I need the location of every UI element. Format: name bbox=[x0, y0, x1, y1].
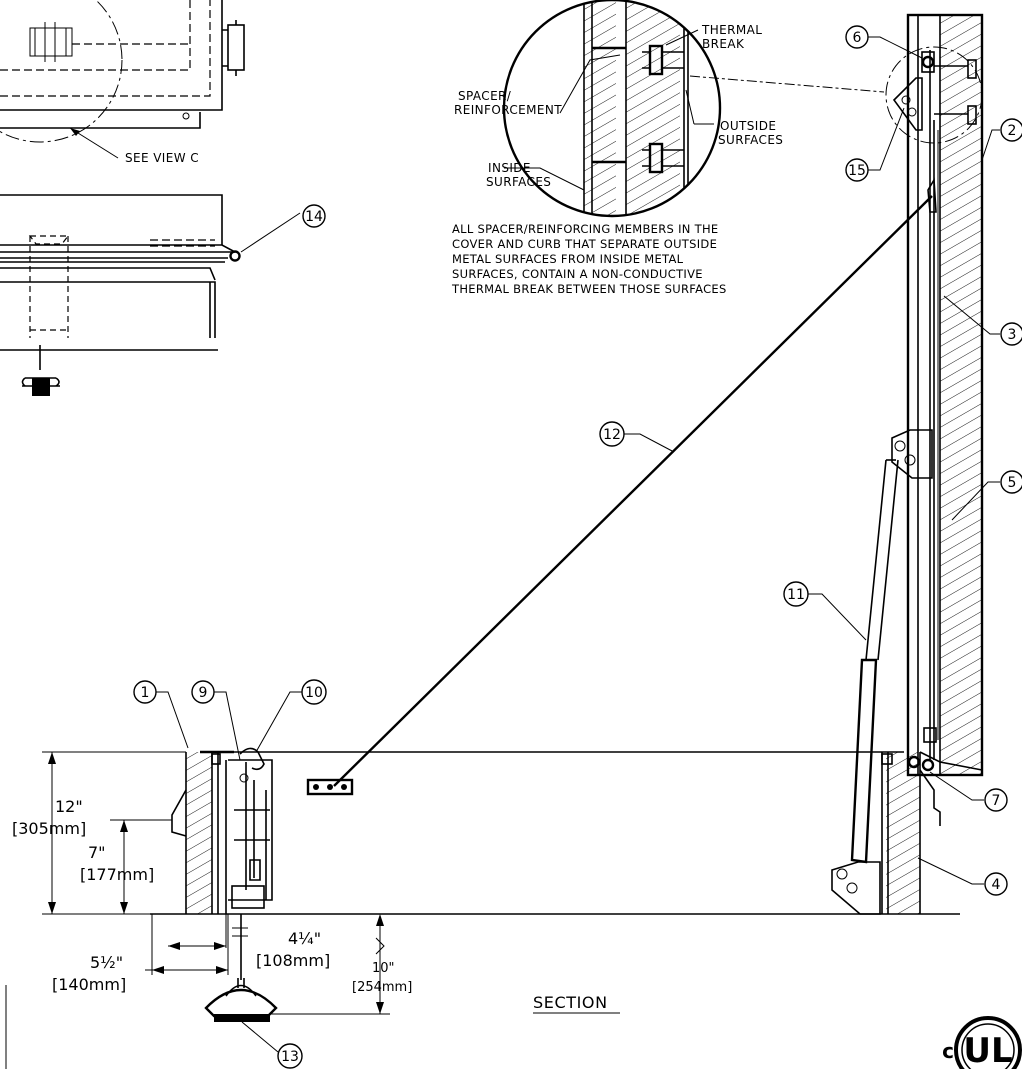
latch-assembly bbox=[228, 747, 273, 909]
outside-label-2: SURFACES bbox=[718, 133, 783, 147]
upper-spring-bracket bbox=[891, 429, 933, 479]
dim-4-mm: [108mm] bbox=[256, 951, 330, 970]
chain-bracket bbox=[306, 778, 354, 796]
svg-text:c: c bbox=[942, 1039, 954, 1063]
svg-text:13: 13 bbox=[281, 1049, 299, 1065]
svg-text:12: 12 bbox=[603, 427, 621, 443]
spacer-leader bbox=[559, 54, 621, 114]
thermal-break-label-1: THERMAL bbox=[701, 23, 762, 37]
svg-text:THERMAL BREAK BETWEEN THOSE SU: THERMAL BREAK BETWEEN THOSE SURFACES bbox=[451, 282, 727, 296]
svg-text:SURFACES, CONTAIN A NON-CONDUC: SURFACES, CONTAIN A NON-CONDUCTIVE bbox=[452, 267, 703, 281]
dim-10-mm: [254mm] bbox=[352, 980, 412, 995]
svg-text:UL: UL bbox=[963, 1031, 1012, 1069]
see-view-label: SEE VIEW C bbox=[125, 151, 199, 165]
chain-top-bracket bbox=[927, 177, 937, 213]
spacer-label-2: REINFORCEMENT bbox=[454, 103, 562, 117]
dim-4-in: 4¼" bbox=[288, 929, 321, 948]
pull-handle bbox=[204, 914, 278, 1022]
inside-label-2: SURFACES bbox=[486, 175, 551, 189]
svg-text:5: 5 bbox=[1008, 475, 1017, 491]
svg-text:7: 7 bbox=[992, 793, 1001, 809]
balloon-14-leader bbox=[240, 212, 301, 253]
svg-text:ALL SPACER/REINFORCING MEMBERS: ALL SPACER/REINFORCING MEMBERS IN THE bbox=[452, 222, 719, 236]
balloon-4: 4 bbox=[917, 857, 1008, 896]
outside-label-1: OUTSIDE bbox=[720, 119, 776, 133]
elevation-fragment bbox=[0, 194, 241, 396]
dimension-lines bbox=[42, 751, 390, 1015]
thermal-break-label-2: BREAK bbox=[702, 37, 745, 51]
balloon-6: 6 bbox=[845, 25, 923, 59]
dim-5-in: 5½" bbox=[90, 953, 123, 972]
balloon-11: 11 bbox=[783, 581, 867, 641]
svg-text:COVER AND CURB THAT SEPARATE O: COVER AND CURB THAT SEPARATE OUTSIDE bbox=[452, 237, 717, 251]
left-curb bbox=[171, 750, 234, 914]
balloon-1: 1 bbox=[133, 680, 189, 749]
balloon-14: 14 bbox=[302, 204, 326, 228]
dim-7-in: 7" bbox=[88, 843, 106, 862]
inside-leader bbox=[504, 167, 585, 191]
svg-text:15: 15 bbox=[848, 163, 866, 179]
svg-text:11: 11 bbox=[787, 587, 805, 603]
inside-label-1: INSIDE bbox=[488, 161, 531, 175]
gas-spring bbox=[850, 459, 899, 864]
thermal-break-detail bbox=[502, 0, 722, 218]
svg-text:2: 2 bbox=[1008, 123, 1017, 139]
svg-text:6: 6 bbox=[853, 30, 862, 46]
right-curb bbox=[881, 752, 941, 914]
plan-view-fragment bbox=[0, 0, 245, 143]
balloon-9: 9 bbox=[191, 680, 241, 761]
svg-text:3: 3 bbox=[1008, 327, 1017, 343]
section-title: SECTION bbox=[533, 993, 608, 1012]
balloon-15: 15 bbox=[845, 107, 905, 182]
svg-text:4: 4 bbox=[992, 877, 1001, 893]
balloon-12: 12 bbox=[599, 421, 675, 453]
balloon-2: 2 bbox=[981, 118, 1022, 161]
thermal-break-leader bbox=[665, 29, 699, 46]
lower-spring-bracket bbox=[831, 861, 881, 915]
balloon-10: 10 bbox=[255, 679, 327, 753]
spacer-label-1: SPACER/ bbox=[458, 89, 512, 103]
balloon-7: 7 bbox=[929, 771, 1008, 812]
balloon-5: 5 bbox=[951, 470, 1022, 521]
dim-12-in: 12" bbox=[55, 797, 83, 816]
svg-text:10: 10 bbox=[305, 685, 323, 701]
svg-text:9: 9 bbox=[199, 685, 208, 701]
hinge-detail-circle bbox=[885, 46, 983, 144]
svg-text:14: 14 bbox=[305, 209, 323, 225]
dim-5-mm: [140mm] bbox=[52, 975, 126, 994]
dim-12-mm: [305mm] bbox=[12, 819, 86, 838]
outside-leader bbox=[685, 89, 714, 125]
thermal-break-note: ALL SPACER/REINFORCING MEMBERS IN THE CO… bbox=[451, 222, 727, 296]
hold-open-chain bbox=[333, 195, 933, 787]
dim-7-mm: [177mm] bbox=[80, 865, 154, 884]
svg-text:1: 1 bbox=[141, 685, 150, 701]
balloon-13: 13 bbox=[241, 1021, 303, 1069]
balloon-3: 3 bbox=[943, 295, 1022, 346]
dim-10-in: 10" bbox=[372, 961, 395, 976]
detail-link-line bbox=[689, 75, 885, 93]
ul-listing-logo: UL c bbox=[942, 1016, 1022, 1069]
svg-text:METAL SURFACES FROM INSIDE MET: METAL SURFACES FROM INSIDE METAL bbox=[452, 252, 684, 266]
open-cover bbox=[906, 13, 984, 777]
hinge-assembly bbox=[892, 55, 935, 131]
